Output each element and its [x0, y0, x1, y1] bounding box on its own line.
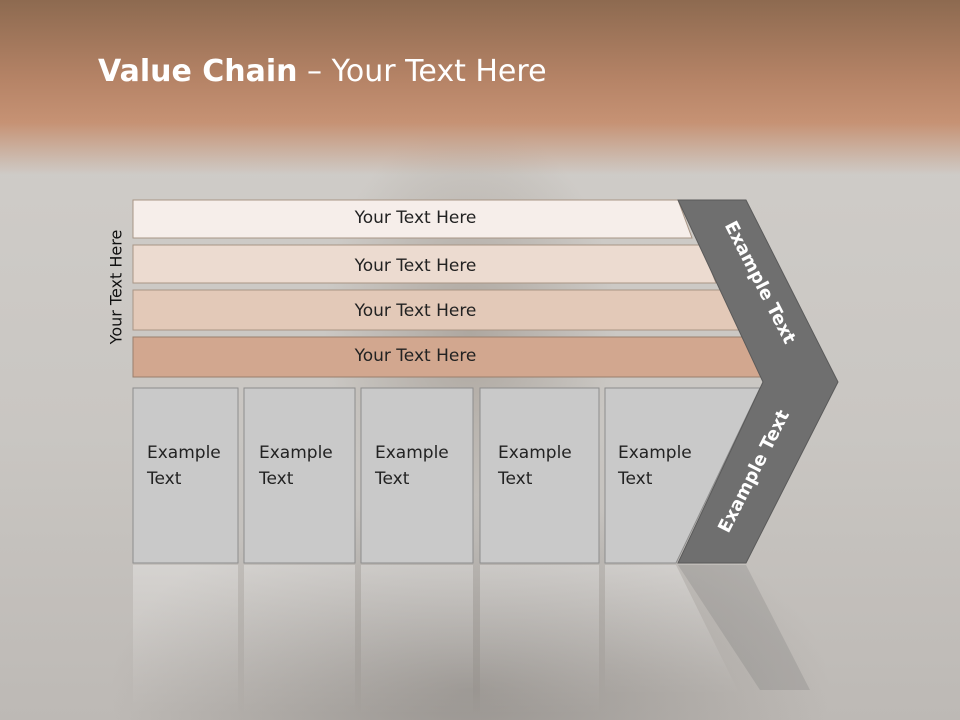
band-1-shape — [132, 199, 693, 239]
title-bold: Value Chain — [98, 54, 298, 89]
band-4-label: Your Text Here — [354, 346, 477, 366]
title-rest: – Your Text Here — [297, 54, 547, 89]
box-2-label: Example Text — [259, 443, 333, 489]
box-2-shape — [243, 387, 356, 564]
box-1-shape — [132, 387, 239, 564]
chevron-arrow — [677, 199, 839, 564]
band-2-shape — [132, 244, 717, 284]
box-4-shape — [479, 387, 600, 564]
diagram-reflection — [0, 565, 960, 720]
slide-title: Value Chain – Your Text Here — [98, 54, 547, 89]
band-3-label: Your Text Here — [354, 301, 477, 321]
title-bar — [0, 0, 960, 175]
band-1-label: Your Text Here — [354, 208, 477, 228]
band-2-label: Your Text Here — [354, 256, 477, 276]
box-5-label: Example Text — [618, 443, 692, 489]
box-5-shape — [604, 387, 761, 564]
box-3-shape — [360, 387, 474, 564]
box-3-label: Example Text — [375, 443, 449, 489]
box-4-label: Example Text — [498, 443, 572, 489]
box-1-label: Example Text — [147, 443, 221, 489]
